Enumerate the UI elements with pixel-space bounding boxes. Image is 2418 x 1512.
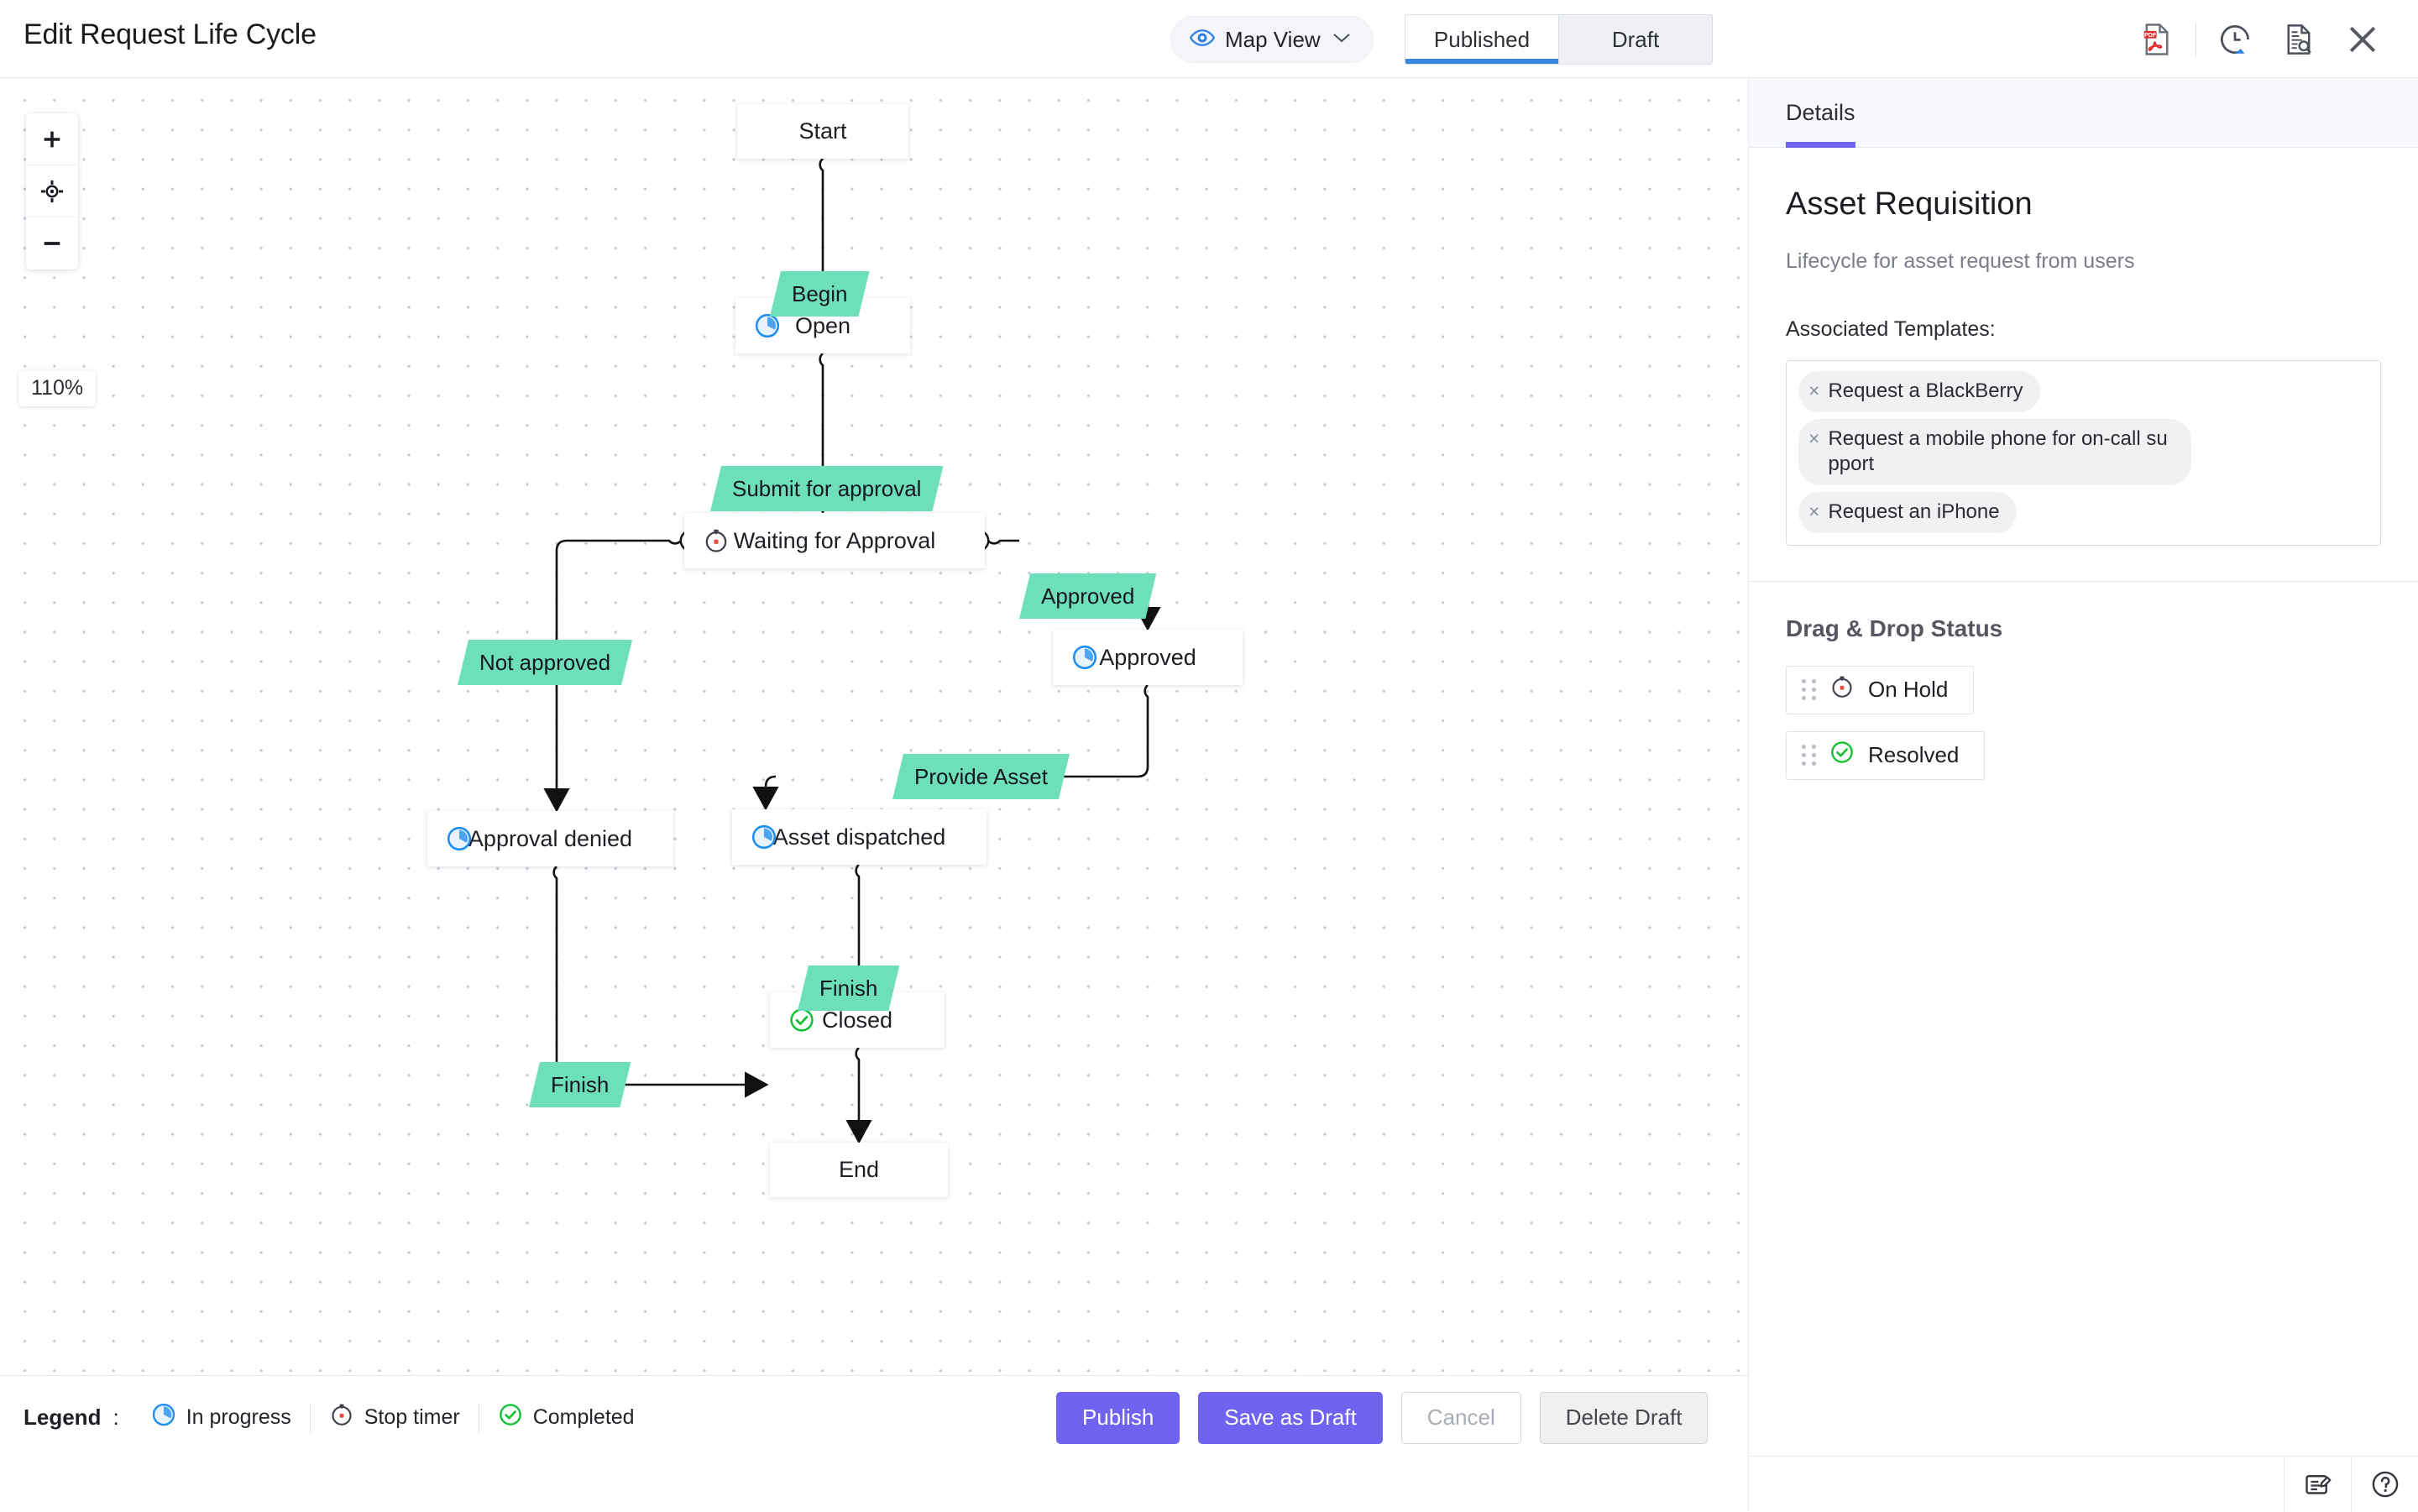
completed-icon	[1829, 740, 1855, 771]
published-draft-toggle[interactable]: Published Draft	[1405, 14, 1713, 65]
completed-icon	[498, 1402, 523, 1433]
node-approved[interactable]: Approved	[1053, 630, 1243, 685]
stop-timer-icon	[329, 1402, 354, 1433]
drag-status-label: Resolved	[1868, 742, 1960, 768]
transition-finish-denied[interactable]: Finish	[529, 1062, 631, 1107]
template-chip-label: Request an iPhone	[1828, 500, 2000, 524]
publish-button[interactable]: Publish	[1056, 1391, 1180, 1444]
legend-item-in-progress: In progress	[133, 1402, 310, 1433]
legend-item-stop-timer: Stop timer	[311, 1402, 479, 1433]
legend-colon: :	[113, 1405, 119, 1430]
node-asset-dispatched[interactable]: Asset dispatched	[732, 809, 987, 865]
node-label: Start	[798, 118, 847, 144]
diagram-canvas[interactable]: 110% Start Open Waiting for Approval	[0, 78, 1748, 1375]
node-label: Closed	[821, 1007, 893, 1033]
help-circle-icon[interactable]	[2351, 1456, 2418, 1512]
legend-label: Completed	[532, 1405, 635, 1429]
legend: Legend : In progress Stop timer	[24, 1402, 653, 1433]
node-label: Open	[794, 312, 851, 338]
header-icon-group: PDF	[2125, 18, 2394, 60]
delete-draft-button[interactable]: Delete Draft	[1539, 1391, 1709, 1444]
node-approval-denied[interactable]: Approval denied	[427, 811, 673, 866]
node-end[interactable]: End	[770, 1143, 948, 1197]
node-open[interactable]: Open	[735, 298, 910, 353]
node-label: End	[838, 1157, 880, 1182]
details-panel: Details Asset Requisition Lifecycle for …	[1748, 78, 2418, 1456]
in-progress-icon	[446, 825, 473, 852]
transition-begin[interactable]: Begin	[770, 271, 870, 317]
transition-provide-asset[interactable]: Provide Asset	[892, 754, 1070, 799]
stop-timer-icon	[1829, 674, 1855, 705]
drag-handle-icon[interactable]	[1802, 679, 1816, 701]
footer-corner-bar	[1748, 1456, 2418, 1512]
in-progress-icon	[1071, 644, 1098, 671]
node-label: Approved	[1099, 644, 1196, 670]
template-chip-label: Request a BlackBerry	[1828, 379, 2023, 402]
panel-divider	[1749, 580, 2418, 582]
tab-details[interactable]: Details	[1786, 78, 1855, 148]
edit-note-icon[interactable]	[2284, 1456, 2351, 1512]
tab-published[interactable]: Published	[1405, 15, 1558, 64]
map-view-dropdown[interactable]: Map View	[1170, 16, 1374, 63]
cancel-button[interactable]: Cancel	[1400, 1391, 1521, 1444]
stop-timer-icon	[703, 527, 730, 554]
template-chip[interactable]: × Request a mobile phone for on-call su …	[1798, 418, 2191, 486]
drag-drop-status-title: Drag & Drop Status	[1786, 615, 2003, 641]
drag-status-on-hold[interactable]: On Hold	[1786, 665, 1975, 714]
document-search-icon[interactable]	[2267, 18, 2331, 60]
panel-tab-bar: Details	[1749, 78, 2418, 148]
footer-actions: Publish Save as Draft Cancel Delete Draf…	[1056, 1391, 1709, 1444]
node-start[interactable]: Start	[737, 104, 908, 159]
legend-item-completed: Completed	[479, 1402, 653, 1433]
drag-drop-status-list: On Hold Resolved	[1749, 665, 2418, 780]
tab-draft[interactable]: Draft	[1559, 15, 1712, 64]
pdf-export-icon[interactable]: PDF	[2125, 18, 2189, 60]
associated-templates-box[interactable]: × Request a BlackBerry × Request a mobil…	[1786, 360, 2381, 546]
in-progress-icon	[151, 1402, 176, 1433]
legend-label: Stop timer	[364, 1405, 460, 1429]
lifecycle-description: Lifecycle for asset request from users	[1786, 249, 2135, 273]
map-view-label: Map View	[1225, 26, 1321, 52]
zoom-out-button[interactable]	[26, 217, 78, 269]
panel-body: Asset Requisition Lifecycle for asset re…	[1749, 148, 2418, 546]
template-chip[interactable]: × Request an iPhone	[1798, 492, 2017, 533]
eye-icon	[1190, 25, 1215, 55]
transition-not-approved[interactable]: Not approved	[458, 640, 632, 685]
template-chip-label: Request a mobile phone for on-call su pp…	[1828, 426, 2168, 476]
chevron-down-icon	[1332, 30, 1351, 49]
svg-text:PDF: PDF	[2144, 32, 2157, 39]
save-as-draft-button[interactable]: Save as Draft	[1198, 1391, 1383, 1444]
transition-approved[interactable]: Approved	[1019, 573, 1156, 619]
zoom-in-button[interactable]	[26, 113, 78, 165]
legend-label: In progress	[186, 1405, 291, 1429]
node-label: Waiting for Approval	[733, 527, 936, 553]
associated-templates-label: Associated Templates:	[1786, 317, 1996, 341]
close-icon[interactable]	[2331, 18, 2394, 60]
transition-finish-dispatched[interactable]: Finish	[798, 965, 899, 1011]
node-label: Asset dispatched	[772, 824, 946, 850]
in-progress-icon	[751, 824, 777, 850]
remove-icon[interactable]: ×	[1808, 379, 1820, 401]
drag-status-label: On Hold	[1868, 677, 1949, 703]
zoom-controls[interactable]	[26, 113, 78, 269]
node-label: Approval denied	[468, 825, 633, 851]
page-title: Edit Request Life Cycle	[24, 18, 317, 50]
fit-to-screen-icon[interactable]	[26, 165, 78, 217]
zoom-level-label: 110%	[18, 370, 97, 406]
legend-title: Legend	[24, 1405, 102, 1430]
in-progress-icon	[754, 312, 781, 339]
remove-icon[interactable]: ×	[1808, 426, 1820, 449]
template-chip[interactable]: × Request a BlackBerry	[1798, 371, 2040, 412]
drag-status-resolved[interactable]: Resolved	[1786, 730, 1986, 780]
transition-submit-for-approval[interactable]: Submit for approval	[710, 466, 943, 511]
legend-divider	[309, 1402, 311, 1433]
node-waiting-for-approval[interactable]: Waiting for Approval	[684, 513, 985, 568]
footer-bar: Legend : In progress Stop timer	[0, 1375, 1748, 1459]
segment-divider	[1558, 15, 1559, 64]
top-bar: Edit Request Life Cycle Map View Publish…	[0, 0, 2418, 78]
lifecycle-name: Asset Requisition	[1786, 186, 2033, 222]
history-clock-icon[interactable]	[2203, 18, 2267, 60]
remove-icon[interactable]: ×	[1808, 500, 1820, 523]
drag-handle-icon[interactable]	[1802, 745, 1816, 766]
